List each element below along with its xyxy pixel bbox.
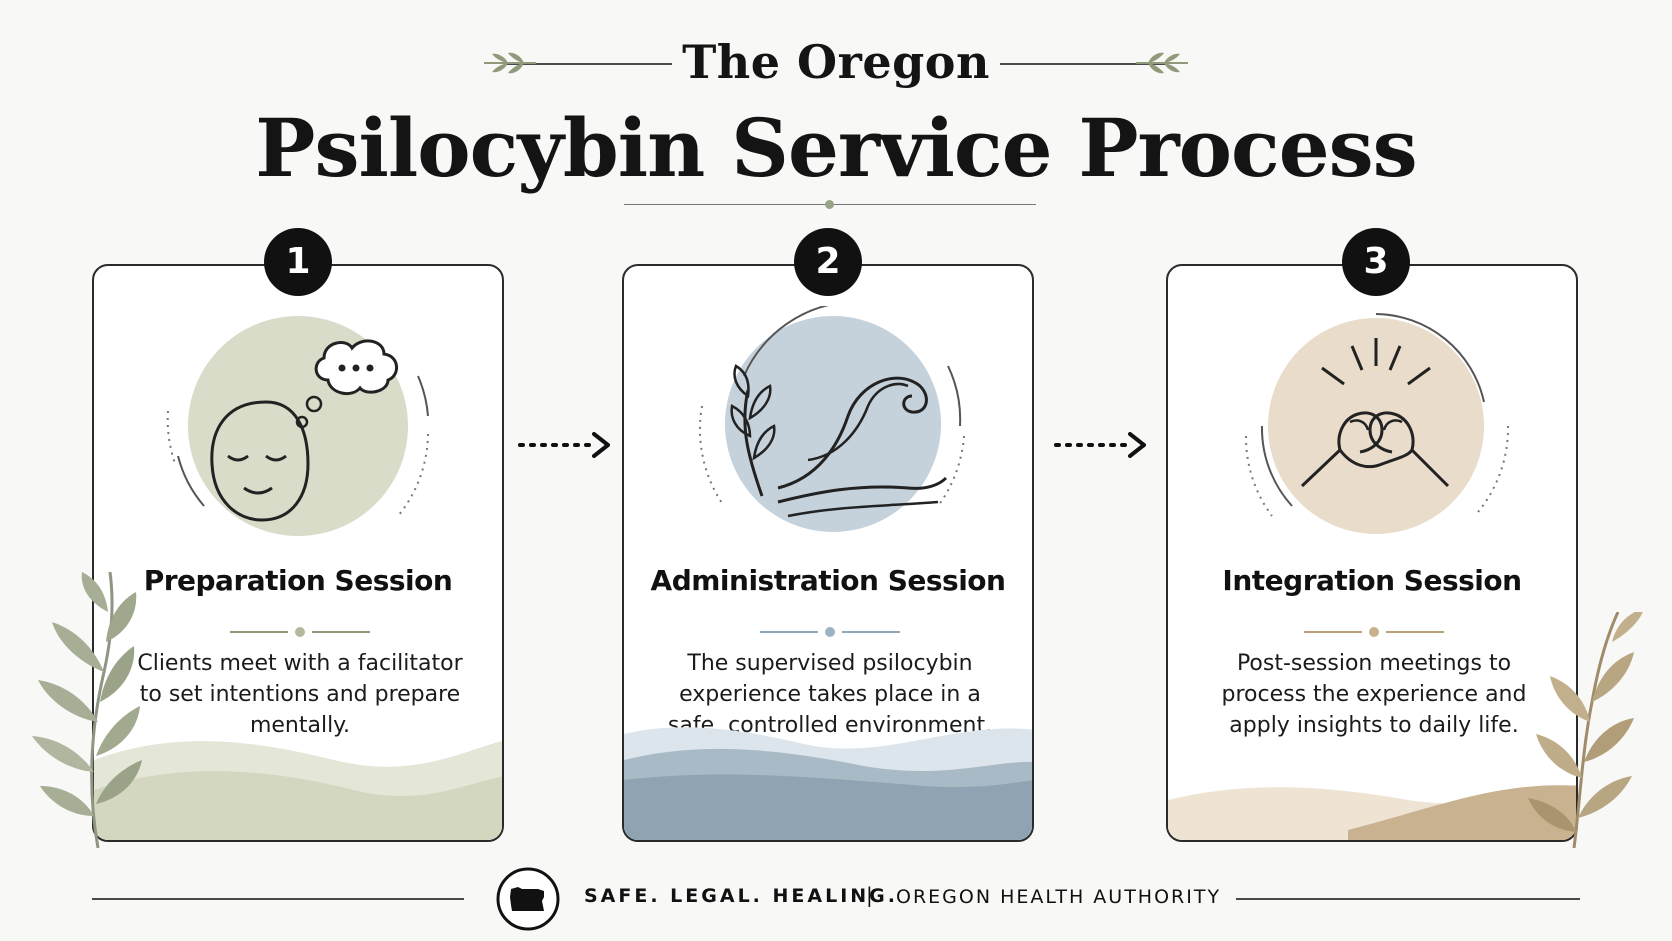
kicker-rule-left bbox=[506, 63, 672, 65]
step-card-preparation: Preparation Session Clients meet with a … bbox=[92, 264, 504, 842]
laurel-sprig-right-icon bbox=[1136, 52, 1188, 74]
card-wave-decoration bbox=[94, 741, 502, 840]
step-description: Post-session meetings to process the exp… bbox=[1221, 651, 1527, 738]
step-description: The supervised psilocybin experience tak… bbox=[667, 651, 993, 738]
step-title: Integration Session bbox=[1222, 564, 1522, 597]
title-underline-dot bbox=[825, 200, 834, 209]
step-number-badge: 1 bbox=[264, 228, 332, 296]
kicker-rule-right bbox=[1000, 63, 1166, 65]
footer-tagline: SAFE. LEGAL. HEALING. bbox=[584, 885, 898, 907]
step-description: Clients meet with a facilitator to set i… bbox=[137, 651, 463, 738]
footer-separator: | bbox=[866, 883, 873, 907]
step-title: Administration Session bbox=[650, 564, 1006, 597]
foliage-left-icon bbox=[32, 572, 142, 848]
step-divider bbox=[1304, 627, 1444, 637]
wave-plant-icon bbox=[699, 306, 965, 532]
step-title: Preparation Session bbox=[143, 564, 453, 597]
card-wave-decoration bbox=[624, 727, 1032, 840]
clasped-hands-icon bbox=[1244, 313, 1510, 534]
footer-organization: OREGON HEALTH AUTHORITY bbox=[896, 886, 1222, 908]
step-divider bbox=[760, 627, 900, 637]
kicker-title: The Oregon bbox=[682, 35, 990, 89]
arrow-step2-to-step3-icon bbox=[1054, 432, 1146, 458]
arrow-step1-to-step2-icon bbox=[518, 432, 610, 458]
footer-rule-right bbox=[1236, 898, 1580, 900]
step-card-integration: Integration Session Post-session meeting… bbox=[1166, 264, 1578, 842]
card-wave-decoration bbox=[1168, 784, 1576, 840]
thinking-face-icon bbox=[166, 316, 429, 536]
step-divider bbox=[230, 627, 370, 637]
step-number-badge: 3 bbox=[1342, 228, 1410, 296]
step-number-badge: 2 bbox=[794, 228, 862, 296]
foliage-right-icon bbox=[1528, 612, 1643, 848]
footer-rule-left bbox=[92, 898, 464, 900]
step-card-administration: Administration Session The supervised ps… bbox=[622, 264, 1034, 842]
laurel-sprig-left-icon bbox=[484, 52, 536, 74]
page-title: Psilocybin Service Process bbox=[255, 101, 1417, 195]
oregon-state-icon bbox=[496, 867, 560, 931]
